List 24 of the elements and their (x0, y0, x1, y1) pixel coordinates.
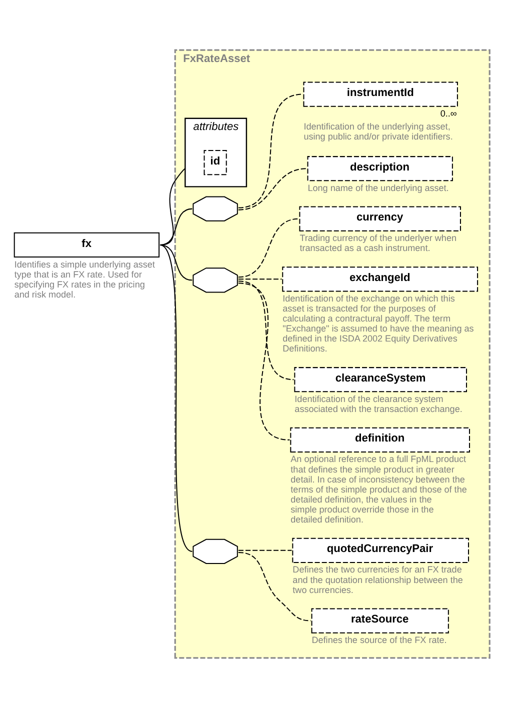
node-octagon (192, 268, 238, 293)
connector (160, 244, 193, 552)
connector (238, 94, 303, 208)
node-label: Identification of the exchange on which this asset is transacted for the purposes of calculating a contractural payoff. The term "Exchange" is assumed to have the meaning as defined in the ISDA 2002 Equity Derivatives Definitions. (282, 293, 474, 354)
node-label: An optional reference to a full FpML product that defines the simple product in greater detail. In case of inconsistency between the terms of the simple product and those of the detailed definition, the values in the simple product override those in the detailed definition. (290, 454, 467, 524)
node-label: Identification of the clearance system associated with the transaction exchange. (294, 394, 462, 414)
connector (238, 278, 282, 280)
connector (238, 280, 294, 380)
node-label: Defines the source of the FX rate. (312, 635, 447, 646)
node-label: 0..∞ (440, 108, 457, 119)
node-label: Defines the two currencies for an FX trade and the quotation relationship between the two currencies. (292, 564, 463, 595)
node-label: Long name of the underlying asset. (308, 182, 449, 193)
connector (160, 244, 192, 281)
node-label: Identifies a simple underlying asset type that is an FX rate. Used for specifying FX rates in the pricing and risk model. (14, 259, 155, 300)
node-label: Trading currency of the underlyer when transacted as a cash instrument. (300, 233, 457, 254)
connector (160, 208, 192, 246)
connector (238, 550, 292, 551)
node-label: Identification of the underlying asset, using public and/or private identifiers. (304, 122, 453, 142)
connector (238, 282, 290, 440)
node-octagon (192, 538, 238, 564)
connector (238, 168, 307, 210)
connector (238, 218, 299, 278)
node-octagon (192, 196, 238, 222)
connector (238, 552, 311, 622)
